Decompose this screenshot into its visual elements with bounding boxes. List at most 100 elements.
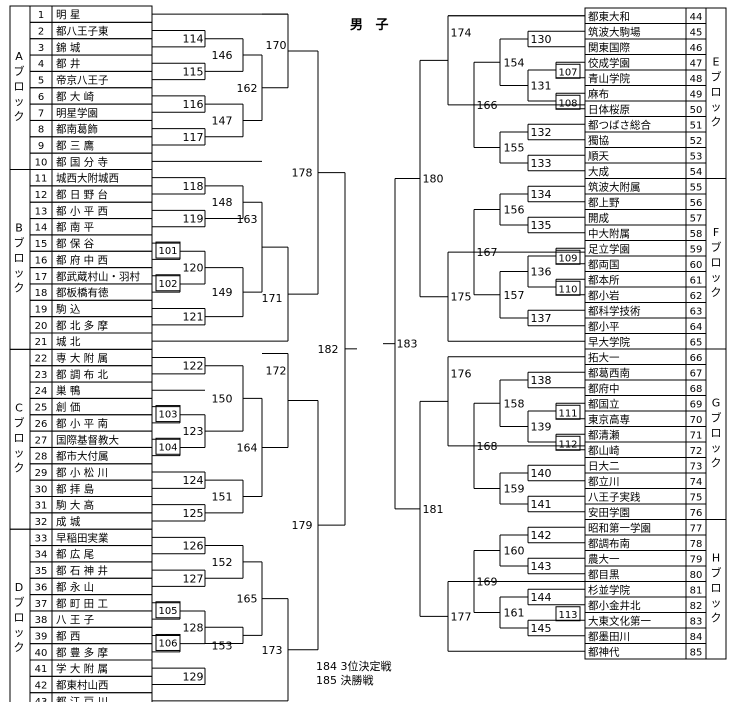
match-number: 182 — [318, 343, 339, 356]
block-label-right: ロ — [711, 85, 722, 98]
team-number: 51 — [690, 120, 703, 131]
team-name: 都 小 平 南 — [56, 417, 108, 430]
legend-final: 185 決勝戦 — [316, 674, 374, 687]
team-number: 49 — [690, 89, 703, 100]
team-number: 9 — [38, 141, 44, 152]
block-label-left: C — [15, 401, 23, 414]
match-number: 151 — [212, 491, 233, 504]
block-label-right: ブ — [711, 410, 722, 424]
team-name: 八 王 子 — [56, 614, 94, 626]
team-number: 17 — [35, 272, 48, 283]
team-name: 早稲田実業 — [56, 531, 109, 544]
team-number: 77 — [690, 523, 703, 534]
team-name: 日体桜原 — [588, 103, 630, 116]
match-number: 101 — [158, 246, 177, 257]
team-name: 都 井 — [56, 57, 80, 70]
match-number: 175 — [451, 291, 472, 304]
match-number: 123 — [183, 425, 204, 438]
team-name: 都 西 — [56, 630, 80, 642]
block-label-right: ロ — [711, 256, 722, 269]
team-name: 都武蔵村山・羽村 — [56, 270, 140, 283]
team-number: 60 — [690, 260, 703, 271]
team-number: 62 — [690, 291, 703, 302]
team-number: 23 — [35, 370, 48, 381]
match-number: 147 — [212, 114, 233, 127]
block-label-right: ロ — [711, 581, 722, 594]
team-name: 明 星 — [56, 9, 80, 21]
team-number: 7 — [38, 108, 44, 119]
match-number: 142 — [531, 529, 552, 542]
team-number: 34 — [35, 550, 48, 561]
match-number: 157 — [504, 289, 525, 302]
team-name: 足立学園 — [588, 242, 630, 255]
block-label-left: ブ — [14, 415, 25, 429]
match-number: 117 — [183, 131, 204, 144]
block-label-left: ロ — [14, 251, 25, 264]
match-number: 121 — [183, 311, 204, 324]
match-number: 158 — [504, 397, 525, 410]
team-name: 錦 城 — [56, 41, 81, 54]
team-name: 城西大附城西 — [56, 172, 119, 185]
team-name: 都小金井北 — [588, 599, 641, 612]
team-row — [29, 54, 153, 72]
team-name: 都板橋有徳 — [56, 286, 109, 299]
team-name: 都国立 — [588, 397, 620, 410]
team-name: 学 大 附 属 — [56, 662, 108, 675]
team-name: 開成 — [588, 212, 609, 224]
block-label-right: ッ — [711, 271, 722, 284]
match-number: 148 — [212, 196, 233, 209]
team-number: 11 — [35, 174, 48, 185]
team-name: 獨協 — [588, 134, 609, 147]
match-number: 138 — [531, 374, 552, 387]
team-name: 都 日 野 台 — [56, 188, 108, 201]
team-name: 都 江 戸 川 — [56, 696, 108, 702]
team-name: 都 保 谷 — [56, 237, 95, 250]
team-number: 63 — [690, 306, 703, 317]
block-label-left: ロ — [14, 611, 25, 624]
match-number: 105 — [158, 606, 177, 617]
match-number: 153 — [212, 639, 233, 652]
team-number: 36 — [35, 582, 48, 593]
match-number: 139 — [531, 421, 552, 434]
team-number: 8 — [38, 125, 44, 136]
team-name: 都清瀬 — [588, 428, 620, 441]
match-number: 107 — [558, 67, 577, 78]
match-number: 177 — [451, 610, 472, 623]
match-number: 146 — [212, 49, 233, 62]
match-number: 102 — [158, 279, 177, 290]
match-number: 122 — [183, 360, 204, 373]
match-number: 172 — [266, 364, 287, 377]
team-number: 32 — [35, 517, 48, 528]
team-name: 拓大一 — [588, 351, 620, 364]
team-row — [29, 38, 153, 56]
team-number: 83 — [690, 616, 703, 627]
team-number: 47 — [690, 58, 703, 69]
block-label-left: ブ — [14, 64, 25, 78]
team-number: 76 — [690, 508, 703, 519]
match-number: 128 — [183, 621, 204, 634]
team-name: 都本所 — [588, 273, 620, 286]
team-name: 都上野 — [588, 197, 620, 209]
team-name: 都科学技術 — [588, 304, 641, 317]
match-number: 171 — [262, 292, 283, 305]
match-number: 150 — [212, 392, 233, 405]
team-number: 53 — [690, 151, 703, 162]
block-label-left: ク — [14, 641, 25, 654]
block-label-right: ク — [711, 611, 722, 624]
team-number: 24 — [35, 386, 48, 397]
team-number: 13 — [35, 206, 48, 217]
block-label-left: ク — [14, 281, 25, 294]
match-number: 132 — [531, 126, 552, 139]
team-number: 61 — [690, 275, 703, 286]
team-name: 大東文化第一 — [588, 614, 651, 627]
block-label-right: ブ — [711, 240, 722, 254]
match-number: 155 — [504, 142, 525, 155]
team-name: 都 国 分 寺 — [56, 156, 108, 168]
block-label-left: ブ — [14, 235, 25, 249]
block-label-right: F — [713, 226, 719, 239]
team-number: 58 — [690, 229, 703, 240]
team-number: 2 — [38, 27, 44, 38]
team-name: 関東国際 — [588, 41, 630, 54]
match-number: 156 — [504, 204, 525, 217]
team-number: 75 — [690, 492, 703, 503]
